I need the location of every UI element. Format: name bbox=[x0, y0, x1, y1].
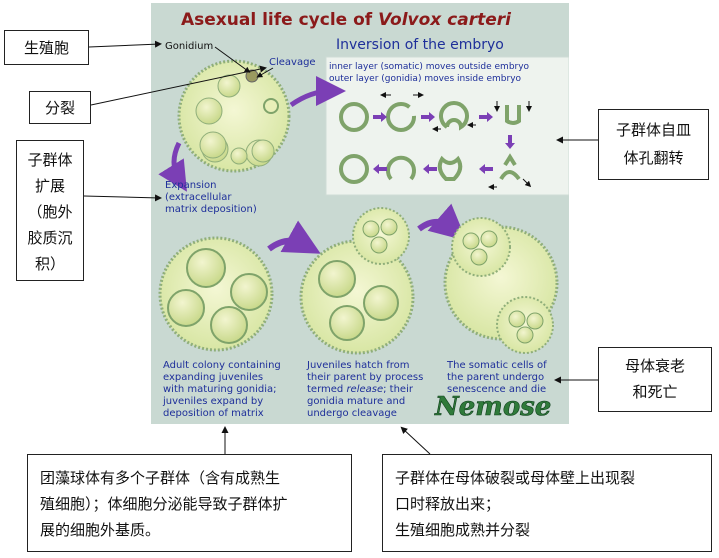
pointer-gonidium bbox=[214, 46, 251, 73]
hatching-sphere bbox=[299, 207, 415, 355]
callout-expansion-line: 子群体 bbox=[27, 151, 73, 169]
inversion-row-1-arrows bbox=[373, 112, 493, 122]
arrow-to-senescence bbox=[417, 203, 467, 241]
inversion-title: Inversion of the embryo bbox=[336, 37, 504, 53]
callout-senescence-line: 母体衰老 bbox=[624, 357, 685, 375]
label-hatch-1: Juveniles hatch from bbox=[306, 360, 409, 371]
pointer-callout-cleavage bbox=[90, 65, 267, 106]
arrow-to-expansion bbox=[158, 141, 187, 192]
colony-cleavage-sphere bbox=[177, 59, 291, 173]
label-expansion-1: Expansion bbox=[165, 180, 217, 191]
label-adult-2: expanding juveniles bbox=[163, 372, 263, 383]
inversion-note-2: outer layer (gonidia) moves inside embry… bbox=[329, 74, 522, 84]
callout-release-line: 生殖细胞成熟并分裂 bbox=[395, 521, 531, 539]
label-adult-5: deposition of matrix bbox=[163, 408, 264, 419]
callout-release-line: 口时释放出来； bbox=[395, 495, 501, 513]
callout-cleavage: 分裂 bbox=[29, 91, 91, 124]
label-expansion-2: (extracellular bbox=[165, 192, 232, 203]
callout-senescence-line: 和死亡 bbox=[632, 383, 678, 401]
pointer-callout-gonidium bbox=[88, 40, 162, 48]
callout-adult-colony: 团藻球体有多个子群体（含有成熟生 殖细胞）；体细胞分泌能导致子群体扩 展的细胞外… bbox=[27, 454, 352, 552]
callout-expansion-line: 胶质沉 bbox=[27, 229, 73, 247]
callout-gonidium: 生殖胞 bbox=[4, 30, 89, 65]
label-hatch-2: their parent by process bbox=[307, 372, 423, 383]
callout-adult-line: 殖细胞）；体细胞分泌能导致子群体扩 bbox=[40, 495, 288, 513]
arrow-to-inversion bbox=[289, 76, 346, 108]
arrow-to-hatch bbox=[267, 220, 321, 254]
inversion-note-1: inner layer (somatic) moves outside embr… bbox=[329, 62, 530, 72]
label-adult-1: Adult colony containing bbox=[163, 360, 281, 371]
senescent-parent-sphere bbox=[443, 217, 559, 354]
label-cleavage: Cleavage bbox=[269, 57, 316, 68]
pointer-callout-release bbox=[400, 426, 431, 455]
label-hatch-4: gonidia mature and bbox=[307, 396, 405, 407]
callout-senescence: 母体衰老 和死亡 bbox=[598, 347, 712, 412]
label-expansion-3: matrix deposition) bbox=[165, 204, 257, 215]
callout-inversion-line: 体孔翻转 bbox=[623, 149, 684, 167]
label-senescence-1: The somatic cells of bbox=[446, 360, 547, 371]
callout-release-line: 子群体在母体破裂或母体壁上出现裂 bbox=[395, 469, 636, 487]
label-senescence-3: senescence and die bbox=[447, 384, 546, 395]
callout-release: 子群体在母体破裂或母体壁上出现裂 口时释放出来； 生殖细胞成熟并分裂 bbox=[382, 454, 712, 552]
label-adult-4: juveniles expand by bbox=[162, 396, 263, 407]
inversion-stages-row-2 bbox=[339, 153, 521, 184]
callout-inversion: 子群体自皿 体孔翻转 bbox=[598, 109, 709, 180]
callout-expansion-line: 扩展 bbox=[34, 177, 65, 195]
diagram-title: Asexual life cycle of Volvox carteri bbox=[181, 10, 512, 30]
label-hatch-5: undergo cleavage bbox=[307, 408, 397, 419]
label-gonidium: Gonidium bbox=[165, 41, 213, 52]
signature-nemose: Nemose bbox=[434, 392, 551, 422]
label-adult-3: with maturing gonidia; bbox=[163, 384, 276, 395]
callout-adult-line: 展的细胞外基质。 bbox=[40, 521, 161, 539]
callout-adult-line: 团藻球体有多个子群体（含有成熟生 bbox=[40, 469, 281, 487]
callout-expansion-line: 积） bbox=[34, 255, 65, 273]
inversion-stages-row-1 bbox=[339, 101, 521, 132]
inversion-row-2-arrows bbox=[373, 135, 515, 174]
callout-inversion-line: 子群体自皿 bbox=[615, 121, 691, 139]
callout-expansion: 子群体 扩展 （胞外 胶质沉 积） bbox=[16, 140, 84, 281]
label-senescence-2: the parent undergo bbox=[447, 372, 544, 383]
inversion-small-arrows bbox=[380, 92, 532, 190]
pointer-callout-expansion bbox=[83, 194, 162, 202]
adult-colony-sphere bbox=[158, 236, 274, 352]
label-hatch-3: termed release; their bbox=[307, 384, 414, 395]
callout-gonidium-text: 生殖胞 bbox=[23, 38, 69, 57]
callout-expansion-line: （胞外 bbox=[27, 203, 73, 221]
volvox-life-cycle-diagram: Asexual life cycle of Volvox carteri Inv… bbox=[151, 3, 569, 424]
callout-cleavage-text: 分裂 bbox=[44, 98, 75, 117]
